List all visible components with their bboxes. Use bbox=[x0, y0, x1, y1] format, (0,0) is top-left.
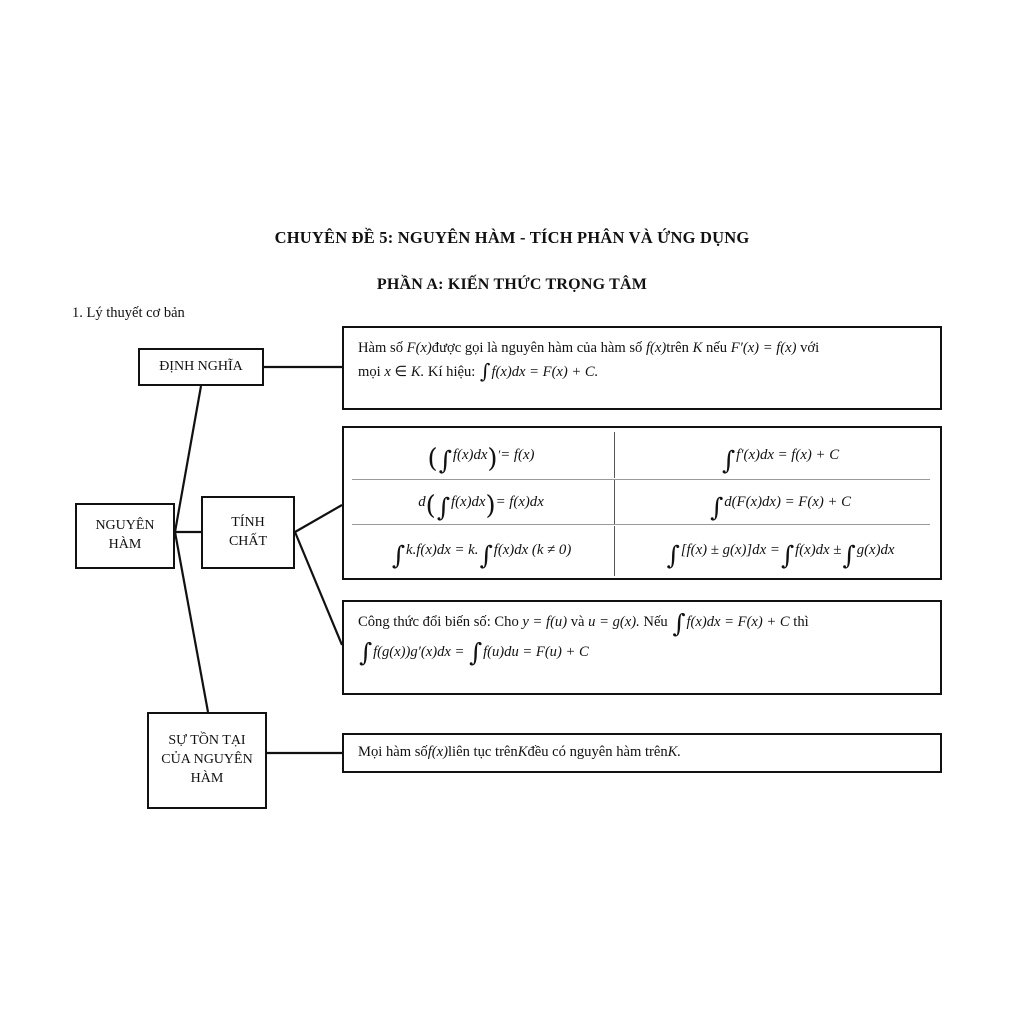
definition-l1-e: với bbox=[796, 340, 820, 356]
table-cell-r3c2: ∫[f(x) ± g(x)]dx = ∫f(x)dx ± ∫g(x)dx bbox=[666, 540, 895, 571]
formula-r3c2-suffix: f(x)dx ± bbox=[795, 541, 842, 558]
table-cell-r1c1: (∫f(x)dx)′ = f(x) bbox=[427, 444, 535, 476]
subst-l1-y: y = f(u) bbox=[522, 614, 568, 630]
formula-r2c1-suffix: = f(x)dx bbox=[495, 493, 544, 510]
definition-l1-eq3: f(x) bbox=[776, 340, 797, 356]
formula-r2c1-inner: f(x)dx bbox=[450, 493, 486, 510]
properties-table: (∫f(x)dx)′ = f(x) ∫f′(x)dx = f(x) + C d(… bbox=[344, 428, 940, 578]
definition-l1-eq: F bbox=[730, 340, 740, 356]
prime-symbol-icon: ′ bbox=[417, 643, 421, 660]
subst-l1-a: Công thức đổi biến số: Cho bbox=[358, 614, 523, 630]
subst-l2-int1: f(g(x))g bbox=[373, 643, 418, 660]
node-dinh-nghia[interactable]: ĐỊNH NGHĨA bbox=[138, 348, 264, 386]
definition-l1-f: F(x) bbox=[406, 340, 432, 356]
definition-l1-eq2: (x) = bbox=[742, 340, 777, 356]
definition-l1-f2: f(x) bbox=[646, 340, 667, 356]
substitution-content-box: Công thức đổi biến số: Cho y = f(u) và u… bbox=[342, 600, 942, 695]
table-row: ∫k.f(x)dx = k.∫f(x)dx (k ≠ 0) ∫[f(x) ± g… bbox=[344, 526, 940, 574]
integral-symbol-icon: ∫ bbox=[672, 608, 686, 638]
table-cell-r1c2: ∫f′(x)dx = f(x) + C bbox=[721, 445, 840, 476]
formula-r2c2-suffix: d(F(x)dx) = F(x) + C bbox=[724, 493, 852, 510]
existence-text: Mọi hàm số f(x) liên tục trên K đều có n… bbox=[344, 735, 940, 771]
definition-l1-d: nếu bbox=[702, 340, 731, 356]
definition-l2-x: x bbox=[384, 363, 391, 380]
formula-r3c1-suffix: f(x)dx (k ≠ 0) bbox=[493, 541, 572, 558]
formula-r2c1-prefix: d bbox=[418, 493, 426, 510]
subst-l1-d: thì bbox=[789, 614, 809, 630]
prime-symbol-icon: ′ bbox=[739, 340, 743, 356]
definition-l1-b: được gọi là nguyên hàm của hàm số bbox=[431, 340, 646, 356]
properties-table-box: (∫f(x)dx)′ = f(x) ∫f′(x)dx = f(x) + C d(… bbox=[342, 426, 942, 580]
formula-r3c1-inner: k.f(x)dx = k. bbox=[406, 541, 479, 558]
existence-f: f(x) bbox=[427, 744, 448, 761]
node-tinh-chat[interactable]: TÍNH CHẤT bbox=[201, 496, 295, 569]
node-su-ton-tai-line1: SỰ TỒN TẠI bbox=[168, 733, 246, 749]
prime-symbol-icon: ′ bbox=[740, 446, 744, 463]
prime-symbol-icon: ′ bbox=[497, 447, 501, 462]
subst-l2-mid: (x)dx = bbox=[420, 643, 468, 660]
substitution-text: Công thức đổi biến số: Cho y = f(u) và u… bbox=[344, 602, 940, 668]
formula-r1c2-inner: f bbox=[736, 446, 741, 463]
definition-l2-k: K. bbox=[410, 363, 425, 380]
definition-text: Hàm số F(x)được gọi là nguyên hàm của hà… bbox=[344, 328, 940, 384]
table-divider-1 bbox=[614, 432, 615, 478]
formula-r3c2-tail: g(x)dx bbox=[856, 541, 895, 558]
table-rule-1 bbox=[352, 479, 930, 480]
existence-b: liên tục trên bbox=[448, 744, 518, 761]
subst-l1-int: f(x)dx = F(x) + C bbox=[686, 614, 790, 630]
existence-k2: K. bbox=[667, 744, 682, 761]
node-su-ton-tai-line3: HÀM bbox=[190, 770, 224, 786]
subst-l1-b: và bbox=[567, 614, 589, 630]
definition-l1-a: Hàm số bbox=[358, 340, 407, 356]
definition-l2-int: f(x)dx = F(x) + C. bbox=[491, 363, 599, 380]
integral-symbol-icon: ∫ bbox=[359, 638, 373, 668]
table-divider-2 bbox=[614, 480, 615, 524]
node-tinh-chat-line1: TÍNH bbox=[231, 514, 265, 530]
table-cell-r2c1: d(∫f(x)dx) = f(x)dx bbox=[418, 491, 544, 523]
existence-k: K bbox=[517, 744, 528, 761]
subst-l1-c: Nếu bbox=[639, 614, 672, 630]
table-cell-r3c1: ∫k.f(x)dx = k.∫f(x)dx (k ≠ 0) bbox=[391, 540, 572, 571]
table-row: (∫f(x)dx)′ = f(x) ∫f′(x)dx = f(x) + C bbox=[344, 432, 940, 478]
formula-r1c1-inner: f(x)dx bbox=[452, 446, 488, 463]
definition-content-box: Hàm số F(x)được gọi là nguyên hàm của hà… bbox=[342, 326, 942, 410]
formula-r1c1-suffix: = f(x) bbox=[500, 446, 535, 463]
node-nguyen-ham[interactable]: NGUYÊN HÀM bbox=[75, 503, 175, 569]
existence-c: đều có nguyên hàm trên bbox=[527, 744, 668, 761]
node-su-ton-tai-cua-nguyen-ham[interactable]: SỰ TỒN TẠI CỦA NGUYÊN HÀM bbox=[147, 712, 267, 809]
node-dinh-nghia-label: ĐỊNH NGHĨA bbox=[159, 358, 243, 374]
formula-r3c2-inner: [f(x) ± g(x)]dx = bbox=[680, 541, 780, 558]
existence-a: Mọi hàm số bbox=[358, 744, 428, 761]
table-cell-r2c2: ∫d(F(x)dx) = F(x) + C bbox=[709, 492, 852, 523]
integral-symbol-icon: ∫ bbox=[469, 638, 483, 668]
existence-content-box: Mọi hàm số f(x) liên tục trên K đều có n… bbox=[342, 733, 942, 773]
node-nguyen-ham-line1: NGUYÊN bbox=[95, 518, 155, 534]
table-divider-3 bbox=[614, 526, 615, 576]
definition-l2-a: mọi bbox=[358, 363, 385, 380]
integral-symbol-icon: ∫ bbox=[479, 359, 491, 384]
section-label: 1. Lý thuyết cơ bản bbox=[72, 305, 185, 321]
node-nguyen-ham-line2: HÀM bbox=[108, 537, 142, 552]
subst-l2-int2: f(u)du = F(u) + C bbox=[483, 643, 589, 660]
formula-r1c2-suffix: (x)dx = f(x) + C bbox=[743, 446, 840, 463]
page-title: CHUYÊN ĐỀ 5: NGUYÊN HÀM - TÍCH PHÂN VÀ Ứ… bbox=[274, 228, 750, 247]
definition-l1-k: K bbox=[692, 340, 703, 356]
definition-l2-in: ∈ bbox=[390, 363, 411, 380]
subst-l1-u: u = g(x). bbox=[588, 614, 640, 630]
table-row: d(∫f(x)dx) = f(x)dx ∫d(F(x)dx) = F(x) + … bbox=[344, 480, 940, 524]
node-su-ton-tai-line2: CỦA NGUYÊN bbox=[161, 752, 253, 768]
definition-l1-c: trên bbox=[666, 340, 693, 356]
node-tinh-chat-line2: CHẤT bbox=[228, 533, 268, 549]
definition-l2-b: Kí hiệu: bbox=[424, 363, 479, 380]
table-rule-2 bbox=[352, 524, 930, 525]
page-subtitle: PHẦN A: KIẾN THỨC TRỌNG TÂM bbox=[376, 276, 648, 293]
